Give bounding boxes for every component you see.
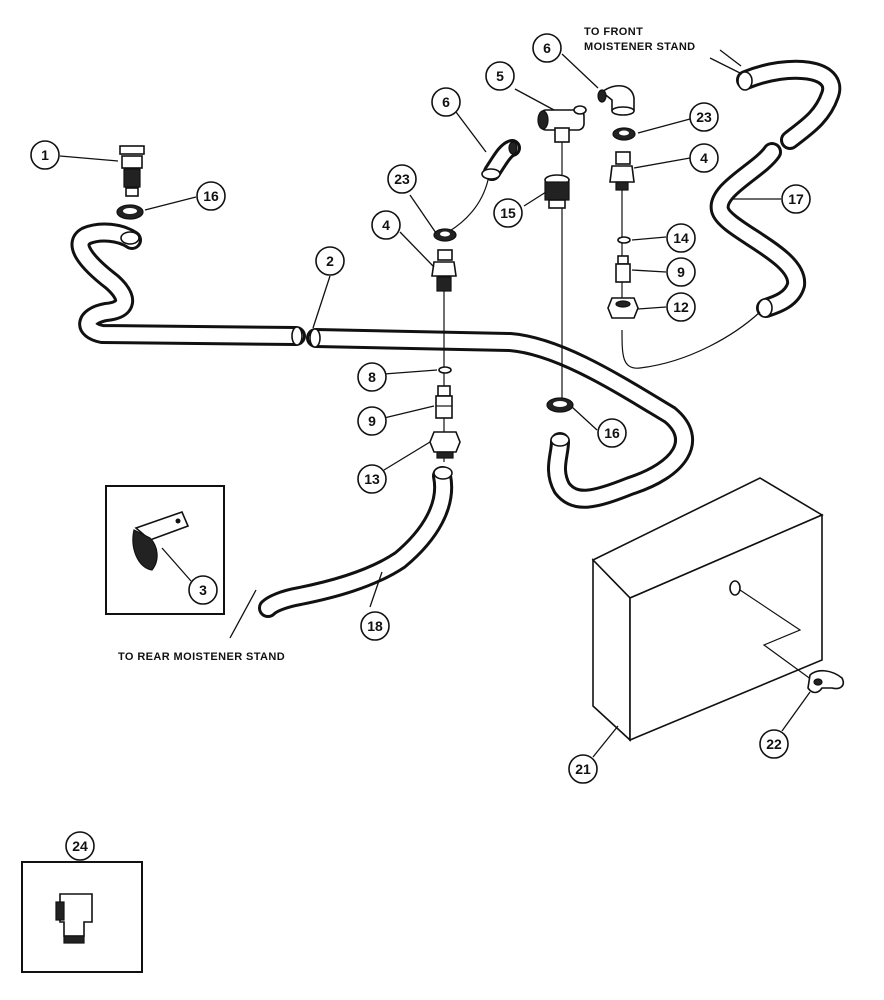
callout-13: 13 [357, 464, 387, 494]
callout-16-right: 16 [597, 418, 627, 448]
callout-14-label: 14 [673, 230, 689, 246]
callout-17: 17 [781, 184, 811, 214]
hose-2-left [70, 222, 306, 346]
callout-6-right: 6 [532, 33, 562, 63]
callout-22-label: 22 [766, 736, 782, 752]
callout-14: 14 [666, 223, 696, 253]
hose-18 [258, 466, 454, 618]
callout-16-left: 16 [196, 181, 226, 211]
callout-21: 21 [568, 754, 598, 784]
washer-23-center [433, 228, 457, 242]
wing-nut-22 [807, 669, 845, 694]
adapter-4-right [609, 151, 635, 191]
fitting-1 [119, 145, 145, 197]
callout-2-label: 2 [326, 253, 334, 269]
hose-17 [621, 59, 842, 369]
clamp-16-right [546, 397, 574, 413]
callout-24-label: 24 [72, 838, 88, 854]
callout-17-label: 17 [788, 191, 804, 207]
sleeve-9-right [615, 255, 631, 283]
tee-5 [537, 105, 587, 143]
callout-12: 12 [666, 292, 696, 322]
callout-9-center: 9 [357, 406, 387, 436]
callout-23-center: 23 [387, 164, 417, 194]
callout-9-center-label: 9 [368, 413, 376, 429]
adapter-4-center [431, 249, 457, 292]
ring-8 [438, 366, 452, 374]
ring-14 [617, 236, 631, 244]
callout-16-right-label: 16 [604, 425, 620, 441]
callout-12-label: 12 [673, 299, 689, 315]
callout-21-label: 21 [575, 761, 591, 777]
callout-2: 2 [315, 246, 345, 276]
callout-1-label: 1 [41, 147, 49, 163]
callout-18: 18 [360, 611, 390, 641]
callout-4-right-label: 4 [700, 150, 708, 166]
elbow-6-right [597, 85, 635, 116]
hose-2-right [306, 328, 695, 509]
nut-12 [607, 297, 639, 319]
clamp-16-left [116, 204, 144, 220]
callout-1: 1 [30, 140, 60, 170]
callout-18-label: 18 [367, 618, 383, 634]
callout-9-right-label: 9 [677, 264, 685, 280]
callout-3: 3 [188, 575, 218, 605]
fitting-15 [544, 174, 570, 209]
nut-13 [429, 431, 461, 459]
caption-rear: TO REAR MOISTENER STAND [118, 651, 285, 663]
callout-23-right-label: 23 [696, 109, 712, 125]
callout-4-center: 4 [371, 210, 401, 240]
callout-4-right: 4 [689, 143, 719, 173]
callout-13-label: 13 [364, 471, 380, 487]
callout-23-right: 23 [689, 102, 719, 132]
callout-16-left-label: 16 [203, 188, 219, 204]
callout-6-center: 6 [431, 87, 461, 117]
callout-8-label: 8 [368, 369, 376, 385]
callout-4-center-label: 4 [382, 217, 390, 233]
callout-5: 5 [485, 61, 515, 91]
callout-23-center-label: 23 [394, 171, 410, 187]
callout-9-right: 9 [666, 257, 696, 287]
callout-6-right-label: 6 [543, 40, 551, 56]
elbow-6-center [481, 139, 521, 181]
callout-22: 22 [759, 729, 789, 759]
caption-front-line-1: TO FRONT [584, 26, 643, 38]
callout-15-label: 15 [500, 205, 516, 221]
tank-21 [591, 477, 824, 742]
caption-front-line-2: MOISTENER STAND [584, 41, 696, 53]
callout-3-label: 3 [199, 582, 207, 598]
callout-15: 15 [493, 198, 523, 228]
washer-23-right [612, 127, 636, 141]
callout-24: 24 [65, 831, 95, 861]
sleeve-9-center [435, 385, 453, 419]
callout-8: 8 [357, 362, 387, 392]
callout-5-label: 5 [496, 68, 504, 84]
inset-elbow-24 [21, 861, 143, 973]
leader-lines [59, 49, 811, 758]
callout-6-center-label: 6 [442, 94, 450, 110]
